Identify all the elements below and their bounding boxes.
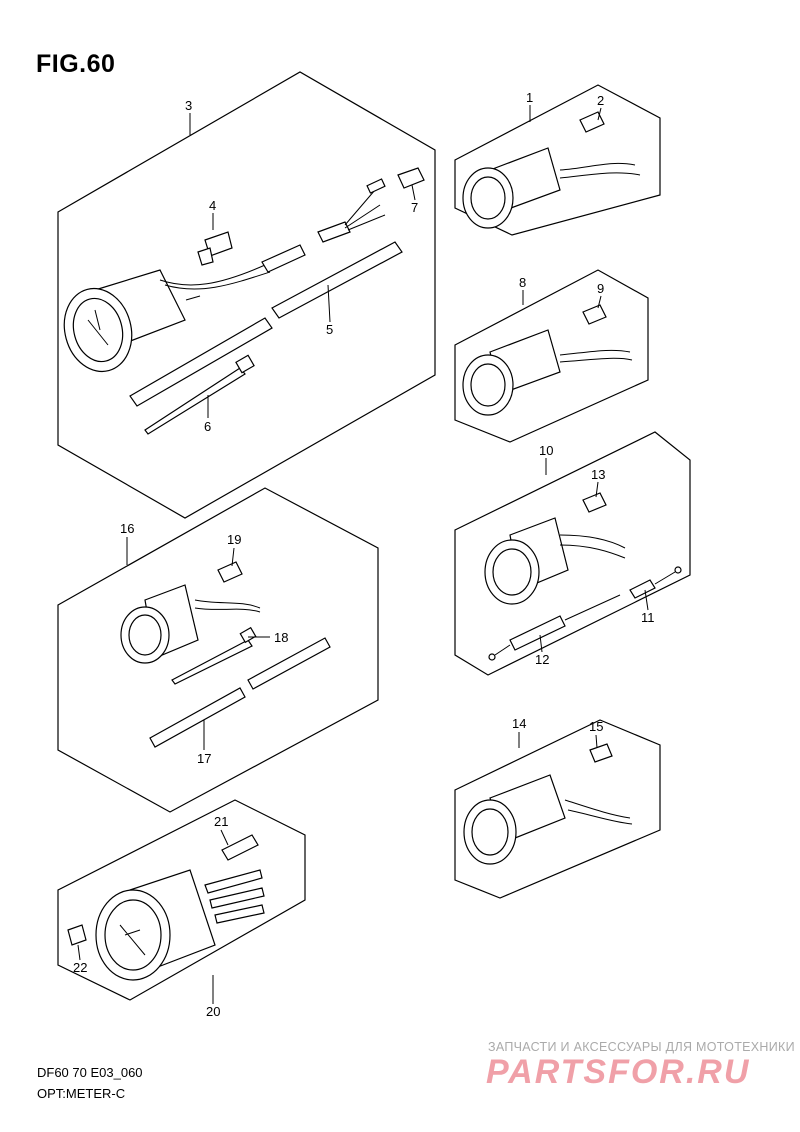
part-label-17: 17 (197, 751, 211, 766)
meter-gauge-1 (462, 111, 641, 229)
watermark-subtitle: ЗАПЧАСТИ И АКСЕССУАРЫ ДЛЯ МОТОТЕХНИКИ (488, 1040, 795, 1054)
meter-gauge-20 (95, 869, 265, 981)
part-label-11: 11 (641, 610, 655, 625)
meter-gauge-16 (120, 561, 261, 664)
part-label-14: 14 (512, 716, 526, 731)
part-label-21: 21 (214, 814, 228, 829)
part-label-22: 22 (73, 960, 87, 975)
part-label-9: 9 (597, 281, 604, 296)
tie-wrap-18 (171, 626, 257, 685)
tie-wrap-6 (144, 354, 255, 435)
part-label-15: 15 (589, 719, 603, 734)
watermark-logo: PARTSFOR.RU (486, 1053, 751, 1091)
connector-21 (221, 834, 259, 861)
part-label-5: 5 (326, 322, 333, 337)
part-label-16: 16 (120, 521, 134, 536)
part-label-19: 19 (227, 532, 241, 547)
part-label-3: 3 (185, 98, 192, 113)
meter-gauge-10 (484, 492, 626, 605)
figure-title: FIG.60 (36, 50, 116, 78)
bulb-socket-4 (197, 231, 233, 266)
leader-lines (77, 105, 649, 1004)
wire-harness-12 (488, 594, 621, 661)
bulb-22 (67, 924, 87, 946)
figure-caption: OPT:METER-C (37, 1086, 126, 1101)
part-label-10: 10 (539, 443, 553, 458)
group-outline-14 (454, 719, 661, 899)
group-outline-20 (57, 799, 306, 1001)
part-label-7: 7 (411, 200, 418, 215)
meter-gauge-14 (463, 743, 633, 865)
meter-gauge-8 (462, 304, 633, 416)
group-outline-10 (454, 431, 691, 676)
part-label-12: 12 (535, 652, 549, 667)
part-label-18: 18 (274, 630, 288, 645)
group-outline-3 (57, 71, 436, 519)
group-outline-16 (57, 487, 379, 813)
figure-code: DF60 70 E03_060 (37, 1065, 143, 1080)
tube-5 (129, 241, 403, 407)
part-label-13: 13 (591, 467, 605, 482)
meter-gauge-3 (63, 178, 386, 373)
tube-17 (149, 637, 331, 748)
part-label-20: 20 (206, 1004, 220, 1019)
part-label-2: 2 (597, 93, 604, 108)
part-label-1: 1 (526, 90, 533, 105)
part-label-4: 4 (209, 198, 216, 213)
group-outline-1 (454, 84, 661, 236)
part-label-8: 8 (519, 275, 526, 290)
group-outline-8 (454, 269, 649, 443)
connector-7 (397, 167, 425, 189)
wire-harness-11 (629, 566, 682, 599)
part-label-6: 6 (204, 419, 211, 434)
